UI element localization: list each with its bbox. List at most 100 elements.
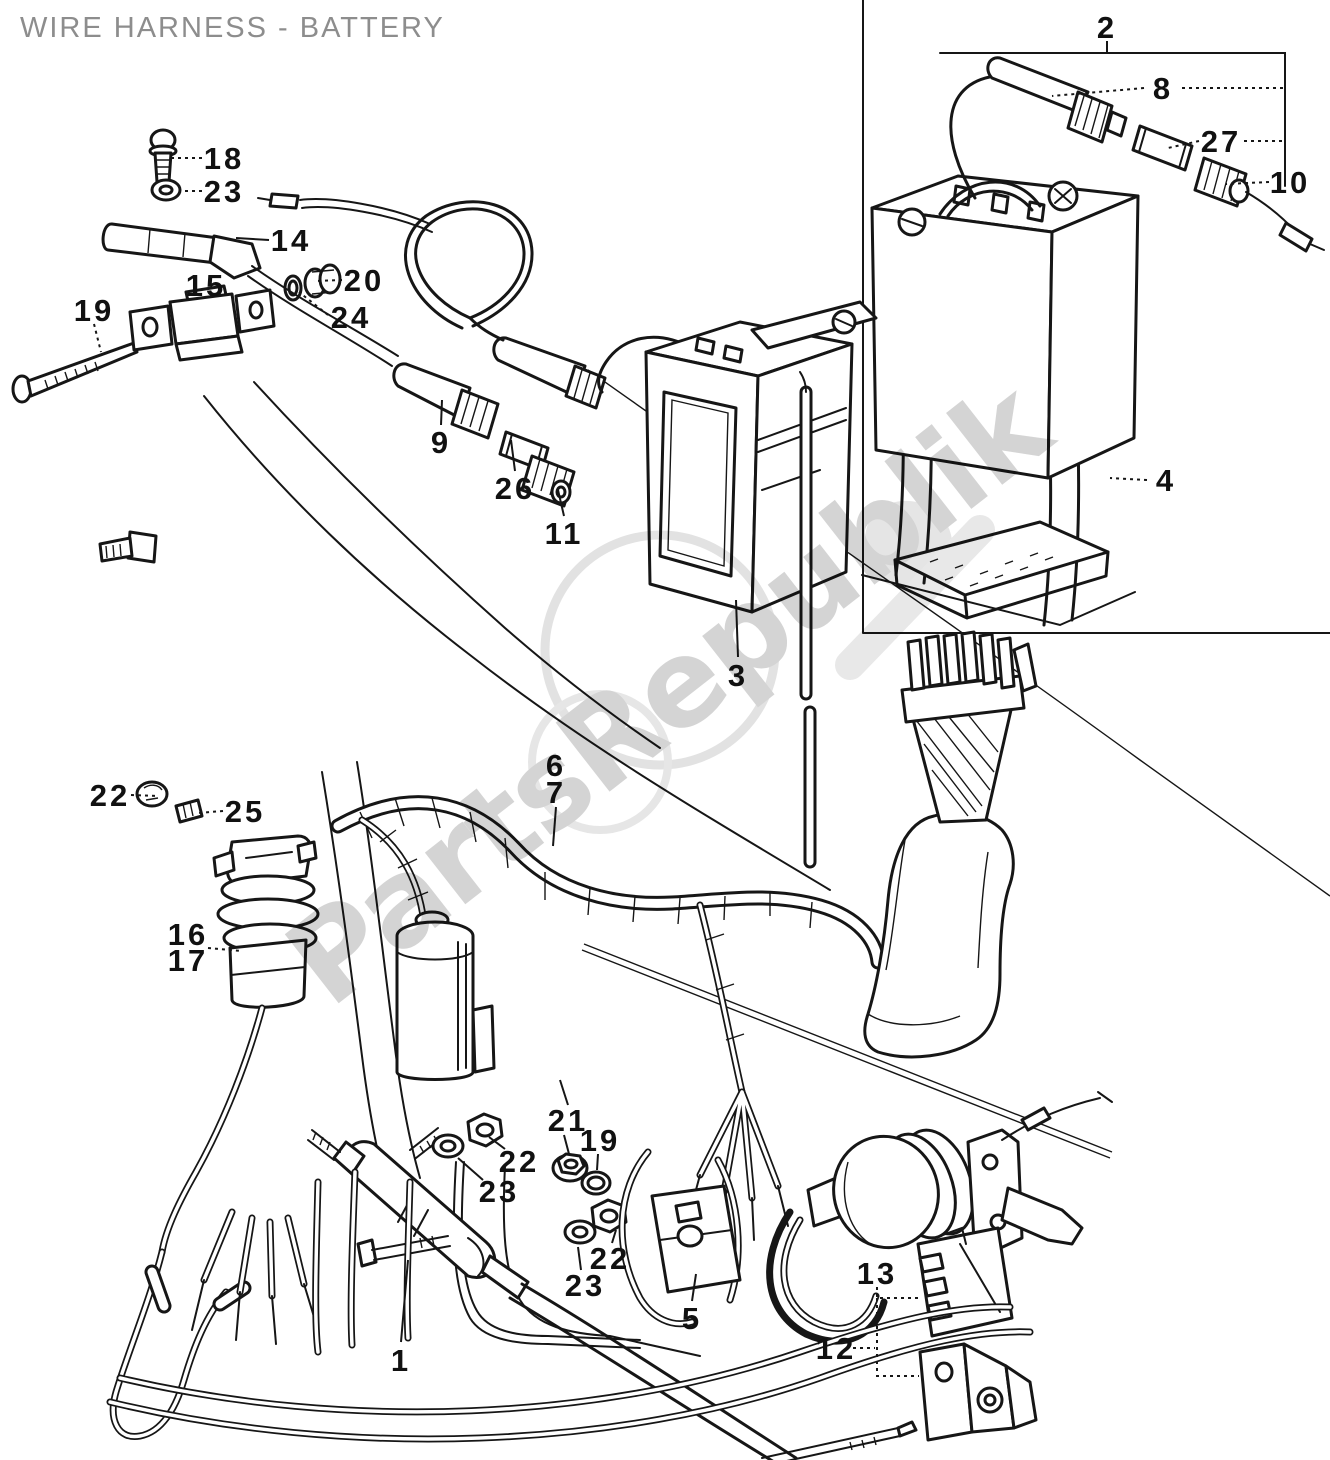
part-callout-18-0: 18: [204, 141, 244, 176]
leader-line-19-23: [596, 1153, 599, 1171]
part-callout-3-10: 3: [728, 658, 748, 693]
hardware-top-left: [11, 128, 342, 564]
leader-line-21-22: [559, 1079, 569, 1106]
bottom-cables: [106, 1168, 1034, 1443]
bracket-15: [128, 284, 276, 362]
part-callout-26-8: 26: [495, 471, 535, 506]
part-callout-4-15: 4: [1156, 463, 1176, 498]
part-callout-20-4: 20: [344, 263, 384, 298]
pump-16-17: [212, 834, 320, 1009]
bolt-18: [148, 128, 178, 184]
grommet-22: [135, 780, 169, 808]
nut-21: [551, 1152, 589, 1183]
leader-line-23-27: [577, 1246, 582, 1271]
leader-line-11-9: [557, 489, 565, 517]
switch-bracket-12: [918, 1342, 1038, 1442]
knurled-nut-10: [1193, 156, 1250, 208]
harness-boot: [863, 811, 1015, 1059]
leader-line-1-29: [400, 1259, 409, 1343]
fuse-holder-9: [392, 362, 500, 440]
leader-line-8-12: [1051, 87, 1145, 97]
washer-23c: [563, 1219, 597, 1245]
knurled-nut-11: [520, 454, 576, 508]
leader-line-24-5: [298, 291, 329, 316]
part-callout-12-31: 12: [816, 1331, 856, 1366]
cable-rod: [761, 1420, 918, 1460]
part-callout-13-30: 13: [857, 1256, 897, 1291]
part-callout-21-22: 21: [548, 1103, 588, 1138]
terminal-bracket-5: [618, 1148, 742, 1328]
washer-23b: [431, 1133, 465, 1159]
wire-fan-connectors: [191, 1208, 319, 1345]
part-callout-19-23: 19: [580, 1123, 620, 1158]
leader-line-22-26: [611, 1229, 617, 1244]
part-callout-16-20: 16: [168, 917, 208, 952]
nut-19b: [580, 1170, 612, 1196]
clamp-20: [303, 263, 342, 299]
part-callout-22-18: 22: [90, 778, 130, 813]
nut-22b: [466, 1112, 504, 1148]
sleeve-25: [174, 798, 204, 824]
bolt-19: [11, 341, 139, 404]
part-callout-6-16: 6: [546, 748, 566, 783]
fuse-holder-9b: [468, 316, 607, 410]
part-callout-17-21: 17: [168, 943, 208, 978]
part-callout-5-28: 5: [682, 1301, 702, 1336]
part-callout-23-25: 23: [479, 1174, 519, 1209]
leader-line-21-22: [563, 1134, 570, 1155]
part-callout-23-1: 23: [204, 174, 244, 209]
leader-line-19-6: [93, 323, 102, 353]
frame-bolt: [98, 530, 158, 564]
part-callout-19-6: 19: [74, 293, 114, 328]
part-callout-14-2: 14: [271, 223, 311, 258]
washer-23: [150, 178, 182, 202]
part-callout-15-3: 15: [186, 268, 226, 303]
main-harness: [330, 630, 1038, 1241]
page-title: WIRE HARNESS - BATTERY: [20, 12, 445, 44]
ignition-switch-group: [761, 1091, 1113, 1460]
spade-lead: [1001, 1091, 1113, 1141]
leader-line-23-25: [457, 1157, 484, 1181]
part-callout-1-29: 1: [391, 1343, 411, 1378]
leader-line-17-21: [207, 947, 243, 952]
leader-line-27-13: [1167, 140, 1200, 149]
part-callout-9-7: 9: [431, 425, 451, 460]
leader-line-5-28: [691, 1273, 697, 1302]
leader-line-26-8: [510, 439, 516, 472]
watermark-wrench-icon: [835, 515, 995, 680]
fuse-holder-8: [1066, 90, 1128, 144]
ht-lead-loop: [404, 200, 534, 330]
part-callout-2-11: 2: [1097, 10, 1117, 45]
part-callout-23-27: 23: [565, 1268, 605, 1303]
mount-stud: [356, 1235, 451, 1268]
ignition-coil-group: [307, 1112, 798, 1460]
wire-loop-left: [109, 1248, 252, 1440]
ignition-coil-1: [307, 1127, 798, 1460]
part-callout-22-26: 22: [590, 1241, 630, 1276]
connector-block: [916, 1226, 1014, 1338]
leader-line-4-15: [1109, 477, 1148, 481]
leader-line-3-10: [735, 599, 739, 658]
battery-3: [644, 300, 878, 614]
part-callout-8-12: 8: [1153, 71, 1173, 106]
leader-line-22-24: [488, 1136, 506, 1150]
part-callout-11-9: 11: [545, 516, 584, 551]
pump-assembly: [109, 780, 320, 1440]
multi-pin-connector: [900, 630, 1038, 824]
part-callout-25-19: 25: [225, 794, 265, 829]
spark-plug-cap-14: [101, 222, 262, 280]
part-callout-7-17: 7: [546, 775, 566, 810]
part-callout-27-13: 27: [1201, 124, 1241, 159]
leader-line-13-30: [876, 1298, 919, 1377]
part-callout-24-5: 24: [331, 300, 371, 335]
leader-line-20-4: [313, 279, 343, 282]
leader-line-10-14: [1225, 181, 1270, 185]
leader-line-9-7: [440, 399, 443, 426]
group-callout-2-bracket: [939, 52, 1286, 187]
condenser: [358, 816, 496, 1081]
leader-line-14-2: [235, 237, 270, 241]
part-callout-22-24: 22: [499, 1144, 539, 1179]
